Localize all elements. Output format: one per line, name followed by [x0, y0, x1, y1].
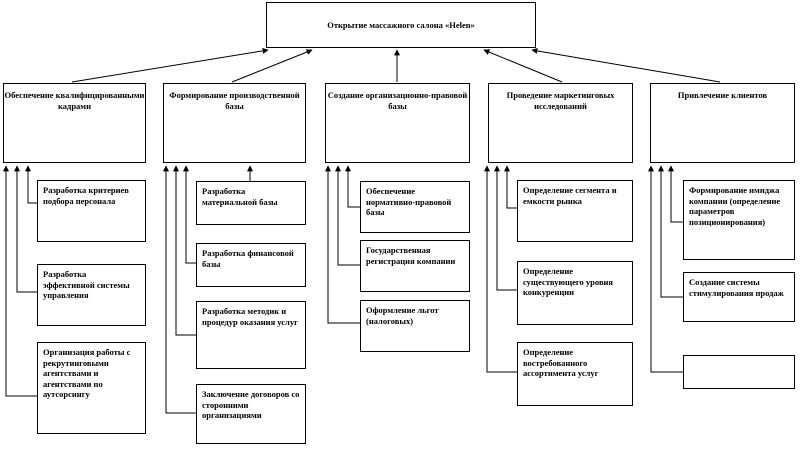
column-header-label: Создание организационно-правовой базы — [327, 90, 468, 111]
column-header-label: Проведение маркетинговых исследований — [506, 90, 615, 111]
task-label: Обеспечение нормативно-правовой базы — [366, 186, 452, 217]
task-label: Определение существующего уровня конкуре… — [523, 266, 614, 297]
task-label: Разработка эффективной системы управлени… — [43, 269, 130, 300]
task-box: Разработка критериев подбора персонала — [37, 180, 146, 242]
task-box: Разработка методик и процедур оказания у… — [196, 301, 306, 369]
column-header-label: Привлечение клиентов — [677, 90, 768, 100]
column-header-label: Формирование производственной базы — [169, 90, 300, 111]
column-header-clients: Привлечение клиентов — [650, 83, 795, 163]
task-box: Оформление льгот (налоговых) — [360, 300, 470, 352]
column-header-marketing: Проведение маркетинговых исследований — [488, 83, 633, 163]
task-label: Определение сегмента и емкости рынка — [523, 185, 617, 206]
task-box: Определение востребованного ассортимента… — [517, 342, 633, 406]
task-box-empty — [683, 355, 795, 389]
task-label: Организация работы с рекрутинговыми аген… — [43, 347, 131, 399]
task-box: Государственная регистрация компании — [360, 240, 470, 292]
task-box: Создание системы стимулирования продаж — [683, 272, 795, 322]
task-label: Оформление льгот (налоговых) — [366, 305, 439, 326]
column-header-label: Обеспечение квалифицированными кадрами — [4, 90, 145, 111]
column-header-staff: Обеспечение квалифицированными кадрами — [3, 83, 146, 163]
task-label: Определение востребованного ассортимента… — [523, 347, 599, 378]
task-label: Разработка финансовой базы — [202, 248, 294, 269]
task-label: Формирование имиджа компании (определени… — [689, 185, 781, 227]
task-box: Обеспечение нормативно-правовой базы — [360, 181, 470, 233]
task-box: Разработка эффективной системы управлени… — [37, 264, 146, 326]
task-box: Заключение договоров со сторонними орган… — [196, 384, 306, 444]
column-header-production: Формирование производственной базы — [163, 83, 306, 163]
task-box: Организация работы с рекрутинговыми аген… — [37, 342, 146, 434]
task-label: Заключение договоров со сторонними орган… — [202, 389, 300, 420]
task-label: Государственная регистрация компании — [366, 245, 456, 266]
task-box: Разработка финансовой базы — [196, 243, 306, 287]
task-label: Разработка методик и процедур оказания у… — [202, 306, 298, 327]
task-box: Определение сегмента и емкости рынка — [517, 180, 633, 242]
column-header-legal: Создание организационно-правовой базы — [325, 83, 470, 163]
task-label: Создание системы стимулирования продаж — [689, 277, 784, 298]
task-box: Формирование имиджа компании (определени… — [683, 180, 795, 260]
task-label: Разработка материальной базы — [202, 186, 278, 207]
task-box: Определение существующего уровня конкуре… — [517, 261, 633, 325]
task-box: Разработка материальной базы — [196, 181, 306, 225]
root-box: Открытие массажного салона «Helen» — [266, 2, 536, 48]
root-title: Открытие массажного салона «Helen» — [327, 19, 475, 30]
task-label: Разработка критериев подбора персонала — [43, 185, 129, 206]
